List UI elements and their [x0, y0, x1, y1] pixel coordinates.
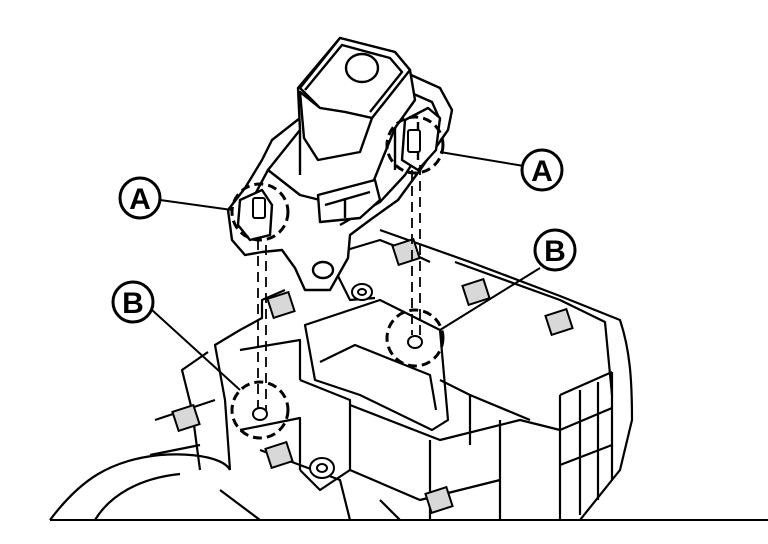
callout-b-left: B [111, 280, 155, 324]
circle-b-left [230, 380, 290, 440]
console-bracket [49, 228, 634, 521]
callout-label: A [531, 155, 553, 188]
callout-label: B [544, 235, 566, 268]
switch-assembly [226, 36, 454, 292]
retaining-clips [171, 237, 574, 515]
pins [252, 129, 423, 421]
circle-a-right [385, 115, 445, 175]
callout-label: A [129, 183, 151, 216]
callout-label: B [122, 287, 144, 320]
circle-b-right [385, 308, 445, 368]
engagement-circles [230, 115, 445, 440]
callout-a-right: A [520, 148, 564, 192]
mounting-bosses [309, 259, 373, 479]
alignment-guides [257, 165, 421, 412]
circle-a-left [230, 182, 290, 242]
leader-lines [151, 151, 541, 391]
callout-b-right: B [533, 228, 577, 272]
callout-a-left: A [118, 176, 162, 220]
